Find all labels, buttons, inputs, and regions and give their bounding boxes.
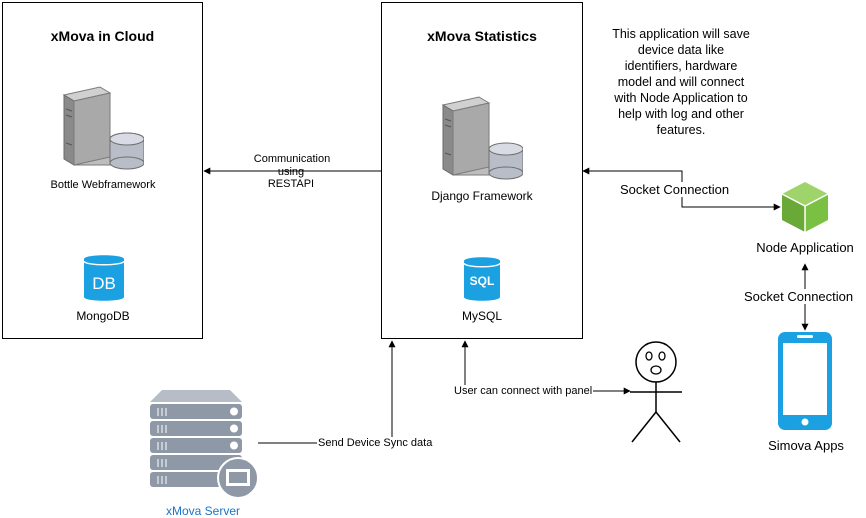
- stats-box-title: xMova Statistics: [427, 28, 537, 44]
- app-description-note: This application will save device data l…: [594, 26, 768, 138]
- cloud-box-title: xMova in Cloud: [50, 28, 155, 44]
- note-line-1: This application will save: [612, 27, 750, 41]
- user-panel-edge: [461, 340, 631, 395]
- user-panel-label: User can connect with panel: [453, 385, 594, 397]
- mongodb-icon-text: DB: [92, 274, 116, 293]
- rack-server-icon: [150, 388, 262, 505]
- xmova-server-label: xMova Server: [165, 504, 241, 518]
- smartphone-icon: [777, 331, 833, 436]
- server-tower-icon: [60, 83, 145, 176]
- django-framework-label: Django Framework: [431, 189, 533, 203]
- socket-connection-top-label: Socket Connection: [619, 182, 731, 197]
- device-sync-label: Send Device Sync data: [317, 437, 434, 449]
- simova-apps-label: Simova Apps: [768, 438, 844, 453]
- note-line-5: with Node Application to: [614, 91, 748, 105]
- mongodb-label: MongoDB: [76, 309, 130, 323]
- node-application-label: Node Application: [756, 240, 854, 255]
- note-line-3: identifiers, hardware: [624, 59, 738, 73]
- note-line-7: features.: [656, 123, 706, 137]
- user-stick-figure-icon: [626, 340, 686, 449]
- communication-label-line1: Communication: [248, 153, 336, 165]
- mysql-icon-text: SQL: [469, 274, 495, 288]
- cloud-box: xMova in Cloud Bottle Webframework DB Mo…: [2, 2, 203, 339]
- database-icon: [463, 255, 501, 308]
- communication-label-line3: RESTAPI: [267, 178, 315, 190]
- note-line-6: help with log and other: [618, 107, 744, 121]
- mysql-label: MySQL: [461, 309, 502, 323]
- server-tower-icon: [439, 93, 524, 186]
- socket-connection-bottom-label: Socket Connection: [743, 289, 855, 304]
- communication-label-line2: using: [277, 166, 305, 178]
- bottle-framework-label: Bottle Webframework: [50, 179, 156, 191]
- cube-icon: [781, 181, 829, 238]
- stats-box: xMova Statistics Django Framework SQL My…: [381, 2, 583, 339]
- note-line-2: device data like: [637, 43, 725, 57]
- note-line-4: model and will connect: [617, 75, 745, 89]
- database-icon: [83, 253, 125, 308]
- device-sync-edge: [258, 340, 396, 444]
